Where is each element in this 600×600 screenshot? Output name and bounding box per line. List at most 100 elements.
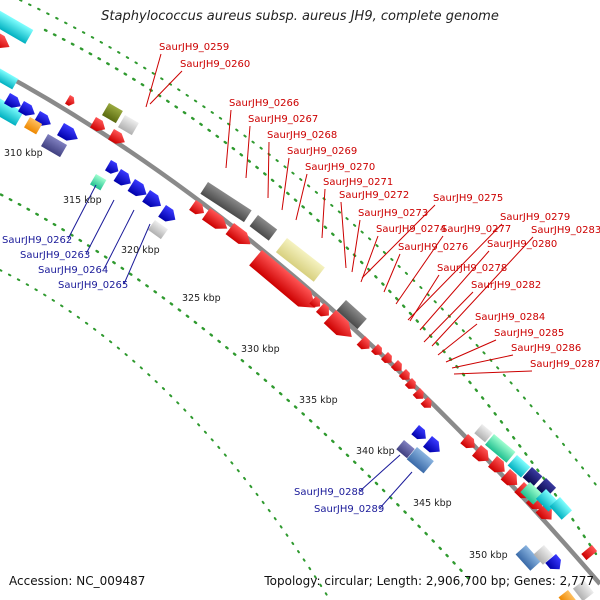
label-leader-line	[379, 471, 413, 509]
gene-block	[41, 134, 68, 158]
kbp-label: 325 kbp	[182, 293, 221, 304]
label-leader-line	[149, 70, 183, 105]
gene-label: SaurJH9_0289	[314, 504, 384, 515]
gene-feature	[500, 469, 518, 486]
gene-label: SaurJH9_0287	[530, 359, 600, 370]
gene-label: SaurJH9_0285	[494, 328, 564, 339]
gene-feature	[420, 397, 432, 408]
gene-block	[572, 580, 594, 600]
label-leader-line	[340, 201, 347, 269]
gene-arrow	[57, 123, 78, 141]
gene-label: SaurJH9_0264	[38, 265, 108, 276]
gene-feature	[412, 388, 424, 399]
label-leader-line	[431, 236, 534, 347]
gene-arrow	[472, 445, 489, 462]
gene-feature	[201, 208, 228, 229]
gene-label: SaurJH9_0263	[20, 250, 90, 261]
gene-arrow	[420, 397, 432, 408]
gene-arrow	[356, 336, 370, 350]
gene-feature	[108, 129, 125, 144]
gene-feature	[507, 455, 531, 478]
label-leader-line	[445, 339, 497, 363]
label-leader-line	[85, 199, 115, 255]
label-leader-line	[123, 223, 151, 285]
gene-block	[147, 220, 168, 240]
gene-label: SaurJH9_0277	[441, 224, 511, 235]
gene-feature	[113, 169, 131, 186]
gene-label: SaurJH9_0269	[287, 146, 357, 157]
gene-feature	[275, 238, 325, 282]
gene-feature	[225, 223, 251, 245]
gene-arrow	[108, 129, 125, 144]
kbp-label: 310 kbp	[4, 148, 43, 159]
gene-arrow	[500, 469, 518, 486]
gene-arrow	[90, 117, 106, 132]
gene-feature	[105, 160, 119, 174]
label-leader-line	[281, 157, 290, 211]
gene-feature	[0, 30, 10, 49]
gene-label: SaurJH9_0267	[248, 114, 318, 125]
gene-feature	[147, 220, 168, 240]
gene-arrow	[249, 250, 316, 308]
label-leader-line	[423, 291, 474, 343]
label-leader-line	[383, 253, 401, 293]
gene-arrow	[189, 200, 205, 215]
gene-feature	[18, 101, 35, 116]
gene-block	[275, 238, 325, 282]
label-leader-line	[321, 188, 326, 239]
kbp-label: 320 kbp	[121, 245, 160, 256]
gene-label: SaurJH9_0266	[229, 98, 299, 109]
gene-feature	[411, 425, 426, 440]
gene-feature	[0, 5, 34, 44]
label-leader-line	[225, 109, 232, 169]
map-title: Staphylococcus aureus subsp. aureus JH9,…	[101, 9, 499, 24]
gene-feature	[396, 440, 415, 459]
gene-arrow	[390, 360, 402, 371]
gene-block	[485, 434, 516, 463]
gene-arrow	[4, 93, 21, 108]
gene-feature	[474, 424, 493, 443]
gene-label: SaurJH9_0288	[294, 487, 364, 498]
gene-arrow	[142, 190, 162, 208]
gene-arrow	[545, 554, 561, 570]
label-leader-line	[359, 454, 401, 492]
gene-block	[396, 440, 415, 459]
gene-arrow	[18, 101, 35, 116]
genome-summary-text: Topology: circular; Length: 2,906,700 bp…	[264, 574, 594, 588]
gene-feature	[41, 134, 68, 158]
gene-label: SaurJH9_0274	[376, 224, 446, 235]
gene-feature	[515, 545, 541, 571]
gene-arrow	[412, 388, 424, 399]
label-leader-line	[451, 354, 514, 369]
gene-block	[249, 215, 278, 241]
gene-block	[581, 545, 598, 561]
label-leader-line	[453, 370, 533, 375]
gene-block	[200, 182, 252, 223]
gene-arrow	[158, 205, 176, 222]
gene-feature	[158, 205, 176, 222]
gene-feature	[102, 103, 123, 124]
gene-label: SaurJH9_0279	[500, 212, 570, 223]
label-leader-line	[407, 223, 503, 321]
gene-feature	[249, 215, 278, 241]
gene-arrow	[201, 208, 228, 229]
gene-feature	[57, 123, 78, 141]
gene-feature	[90, 117, 106, 132]
label-leader-line	[145, 53, 162, 108]
gene-block	[118, 115, 139, 136]
tick-ring	[0, 269, 331, 600]
label-leader-line	[361, 204, 436, 279]
label-leader-line	[395, 235, 444, 305]
gene-feature	[200, 182, 252, 223]
gene-feature	[488, 456, 505, 473]
kbp-label: 340 kbp	[356, 446, 395, 457]
gene-feature	[65, 95, 75, 106]
gene-arrow	[225, 223, 251, 245]
label-leader-line	[360, 235, 379, 283]
gene-feature	[398, 369, 410, 380]
gene-block	[474, 424, 493, 443]
gene-block	[549, 497, 573, 520]
gene-arrow	[460, 434, 475, 449]
